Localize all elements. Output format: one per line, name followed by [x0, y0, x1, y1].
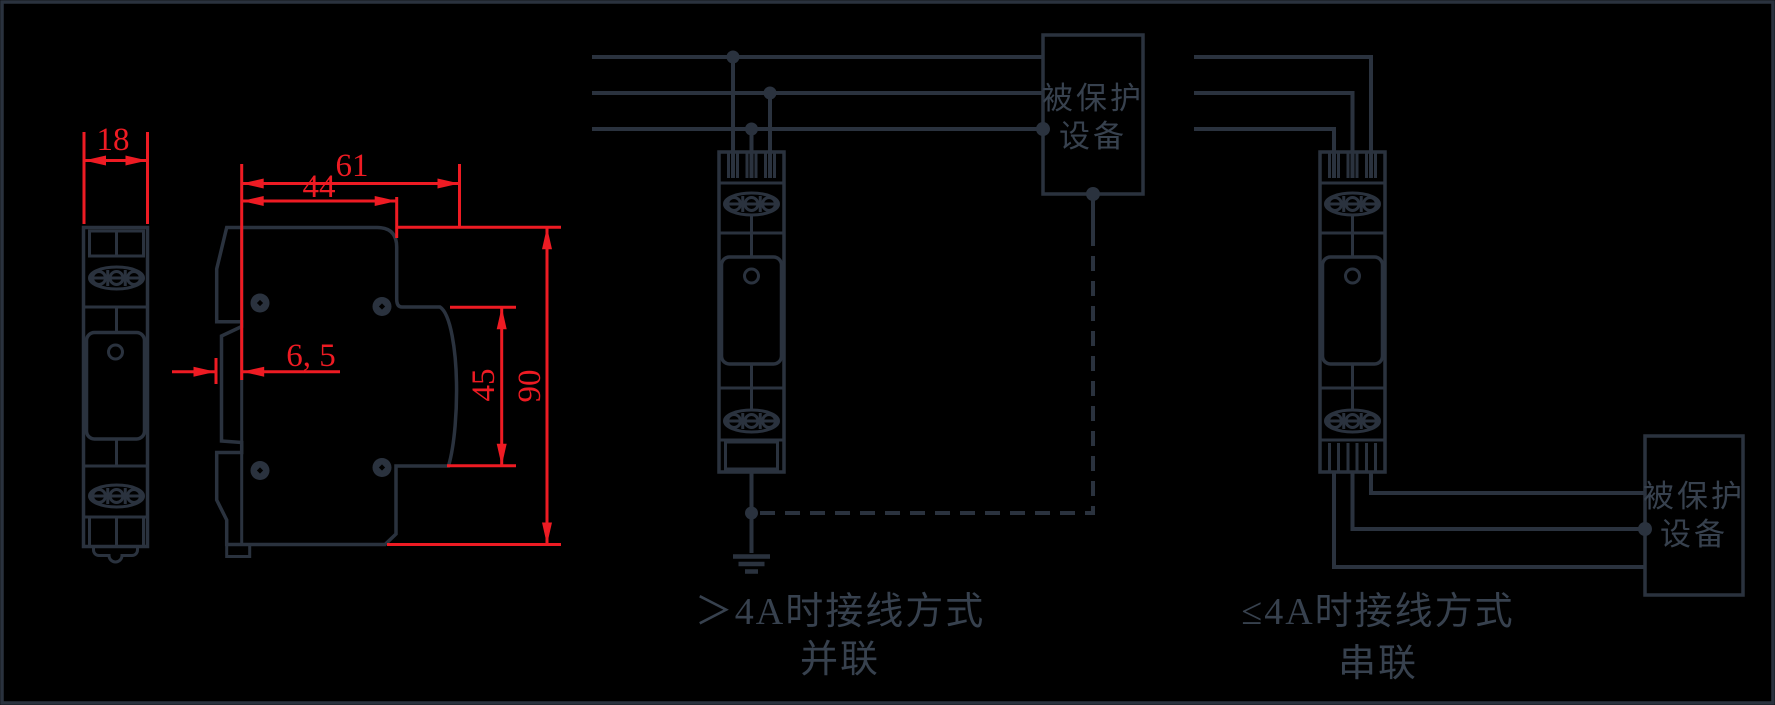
- series-caption-line2: 串联: [1338, 643, 1418, 685]
- ground-symbol: [733, 554, 770, 574]
- series-caption-line1: ≤4A时接线方式: [1241, 591, 1514, 633]
- dim-body-depth: 44: [241, 169, 399, 238]
- output-wires: [1332, 472, 1645, 569]
- din-foot: [225, 543, 252, 558]
- mounting-foot: [92, 546, 139, 564]
- dim-front-width: 18: [82, 122, 149, 224]
- terminal-screws: [250, 293, 392, 480]
- dim-label-90: 90: [512, 370, 548, 403]
- bus-lines: [1194, 55, 1373, 178]
- dimension-views: 18 61 44 6, 5 45: [81, 122, 561, 564]
- indicator-window: [107, 343, 124, 361]
- dim-din-offset: 6, 5: [172, 338, 340, 384]
- front-top-terminal: [88, 265, 145, 291]
- dim-label-6-5: 6, 5: [286, 338, 336, 374]
- parallel-caption-line2: 并联: [800, 639, 880, 681]
- dim-overall-depth: 61: [240, 148, 461, 380]
- protected-device-box: [1643, 434, 1745, 597]
- dim-label-45: 45: [466, 369, 502, 402]
- bus-lines: [592, 55, 1043, 131]
- parallel-wiring-diagram: 被保护 设备 ＞4A时接线方式 并联: [592, 33, 1145, 681]
- spd-module-series: [1320, 152, 1385, 472]
- dim-label-44: 44: [303, 169, 336, 205]
- spd-bottom-slots: [1328, 443, 1377, 472]
- parallel-caption-line1: ＞4A时接线方式: [695, 591, 985, 633]
- dashed-return-wire: [760, 240, 1095, 515]
- side-view: [214, 225, 459, 558]
- protected-device-label-line1: 被保护: [1042, 81, 1144, 116]
- junction-dot: [1638, 522, 1652, 536]
- dim-label-18: 18: [97, 122, 130, 158]
- spd-module-parallel: [719, 152, 784, 472]
- dim-label-61: 61: [336, 148, 369, 184]
- dim-rail-height: 45: [447, 305, 516, 468]
- dim-overall-height: 90: [387, 225, 561, 546]
- series-wiring-diagram: 被保护 设备 ≤4A时接线方式 串联: [1194, 55, 1745, 685]
- junction-dots: [726, 50, 1100, 520]
- protected-device-label-line2: 设备: [1059, 119, 1127, 154]
- protected-device-label-line2: 设备: [1660, 517, 1728, 552]
- protected-device-label-line1: 被保护: [1643, 479, 1745, 514]
- front-bottom-terminal: [88, 483, 145, 509]
- front-view: [81, 225, 150, 564]
